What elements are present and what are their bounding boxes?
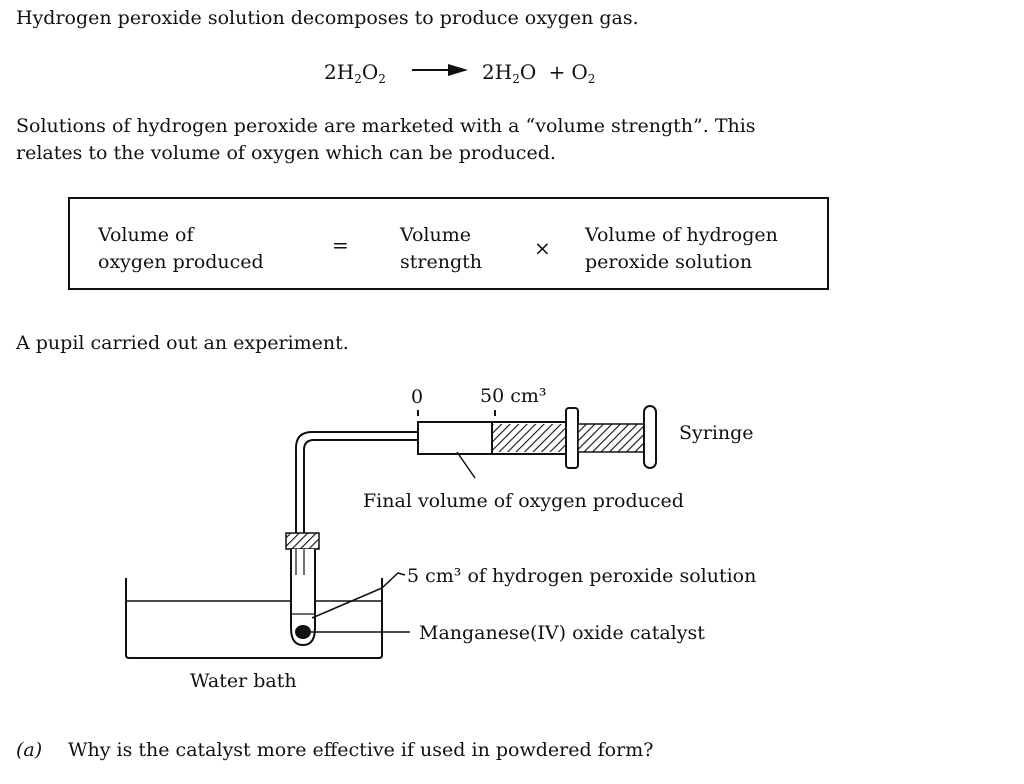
chemical-equation: 2H2O2 <box>324 60 386 86</box>
delivery-tube <box>295 431 418 533</box>
volume-strength-line2: relates to the volume of oxygen which ca… <box>16 142 556 164</box>
syringe-label: Syringe <box>679 422 754 444</box>
test-tube <box>285 532 320 647</box>
formula-middle: Volume strength <box>400 224 482 273</box>
water-bath-label: Water bath <box>190 670 297 692</box>
reactant-coefficient: 2 <box>324 60 337 84</box>
volume-strength-line1: Solutions of hydrogen peroxide are marke… <box>16 115 756 137</box>
formula-times: × <box>534 236 551 260</box>
syringe <box>417 405 657 469</box>
catalyst-label: Manganese(IV) oxide catalyst <box>419 622 705 644</box>
formula-right: Volume of hydrogen peroxide solution <box>585 224 778 273</box>
intro-text: Hydrogen peroxide solution decomposes to… <box>16 7 639 29</box>
question-a-number: (a) <box>16 739 43 761</box>
peroxide-pointer <box>311 572 406 619</box>
formula-box: Volume of oxygen produced = Volume stren… <box>68 197 829 290</box>
final-volume-pointer <box>456 451 476 479</box>
formula-equals: = <box>332 233 349 257</box>
experiment-intro: A pupil carried out an experiment. <box>16 332 349 354</box>
equation-products: 2H2O +O2 <box>482 60 596 86</box>
question-a-text: Why is the catalyst more effective if us… <box>68 739 654 761</box>
final-volume-label: Final volume of oxygen produced <box>363 490 684 512</box>
water-bath <box>125 578 383 659</box>
formula-left: Volume of oxygen produced <box>98 224 264 273</box>
scale-zero-label: 0 <box>411 386 424 408</box>
catalyst-blob <box>295 625 311 639</box>
peroxide-label: 5 cm³ of hydrogen peroxide solution <box>407 565 757 587</box>
scale-50-label: 50 cm³ <box>480 385 547 407</box>
plus-sign: + <box>548 60 566 84</box>
